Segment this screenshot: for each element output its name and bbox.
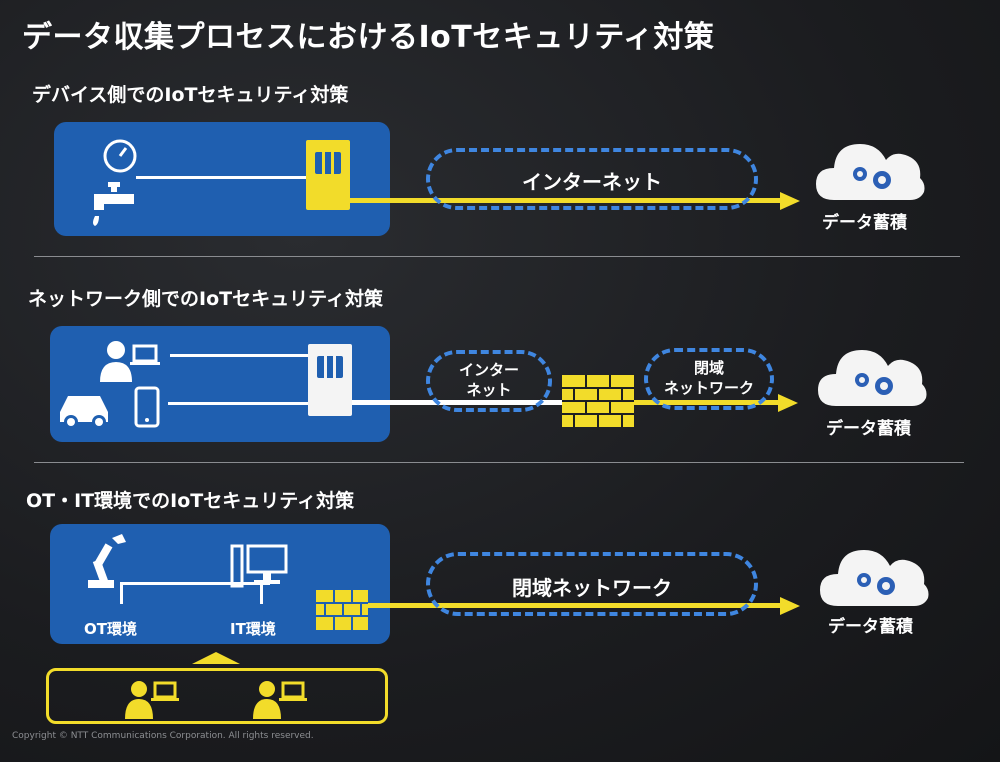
arrowhead-3 — [780, 597, 800, 615]
data-storage-label-3: データ蓄積 — [828, 617, 913, 637]
internet-label-2: インター ネット — [458, 361, 519, 399]
data-flow-arrow-2 — [634, 400, 780, 405]
data-storage-label-2: データ蓄積 — [826, 419, 911, 439]
it-drop-wire — [260, 582, 263, 604]
section-heading-network: ネットワーク側でのIoTセキュリティ対策 — [28, 288, 383, 310]
internet-zone-2 — [426, 350, 552, 412]
arrowhead-2 — [778, 394, 798, 412]
section-heading-device: デバイス側でのIoTセキュリティ対策 — [32, 84, 349, 106]
smartphone-icon — [134, 386, 160, 428]
copyright-notice: Copyright © NTT Communications Corporati… — [12, 731, 314, 741]
cloud-storage-icon — [816, 144, 925, 200]
internet-label: インターネット — [522, 170, 662, 194]
firewall-icon — [562, 375, 634, 427]
data-flow-arrow-3 — [368, 603, 782, 608]
closed-network-zone-2 — [644, 348, 774, 410]
phone-wire — [168, 402, 308, 405]
firewall-icon-2 — [316, 590, 368, 630]
section-divider-1 — [34, 256, 960, 257]
ot-environment-label: OT環境 — [84, 620, 137, 638]
laptop-wire — [170, 354, 308, 357]
ot-it-wire — [120, 582, 270, 585]
upward-triangle — [192, 652, 240, 664]
section-divider-2 — [34, 462, 964, 463]
operator-laptop-icon — [125, 681, 179, 719]
sim-card-icon — [306, 140, 350, 210]
cloud-storage-icon-3 — [820, 550, 929, 606]
faucet-icon — [93, 182, 134, 226]
operators-box — [46, 668, 388, 724]
cloud-storage-icon-2 — [818, 350, 927, 406]
closed-network-label-3: 閉域ネットワーク — [512, 576, 672, 600]
gauge-icon — [103, 139, 137, 173]
internet-zone — [426, 148, 758, 210]
closed-network-label-2: 閉域 ネットワーク — [663, 359, 754, 397]
section-heading-ot-it: OT・IT環境でのIoTセキュリティ対策 — [26, 490, 355, 512]
operator-laptop-icon-2 — [253, 681, 307, 719]
car-icon — [60, 396, 108, 429]
page-title: データ収集プロセスにおけるIoTセキュリティ対策 — [22, 20, 715, 55]
user-laptop-icon — [100, 341, 160, 382]
ot-drop-wire — [120, 582, 123, 604]
data-storage-label-1: データ蓄積 — [822, 213, 907, 233]
arrowhead-1 — [780, 192, 800, 210]
data-flow-arrow-1 — [350, 198, 782, 203]
device-wire — [136, 176, 306, 179]
robot-arm-icon — [88, 534, 126, 588]
sim-card-icon-2 — [308, 344, 352, 416]
it-environment-label: IT環境 — [230, 620, 276, 638]
closed-network-zone-3 — [426, 552, 758, 616]
